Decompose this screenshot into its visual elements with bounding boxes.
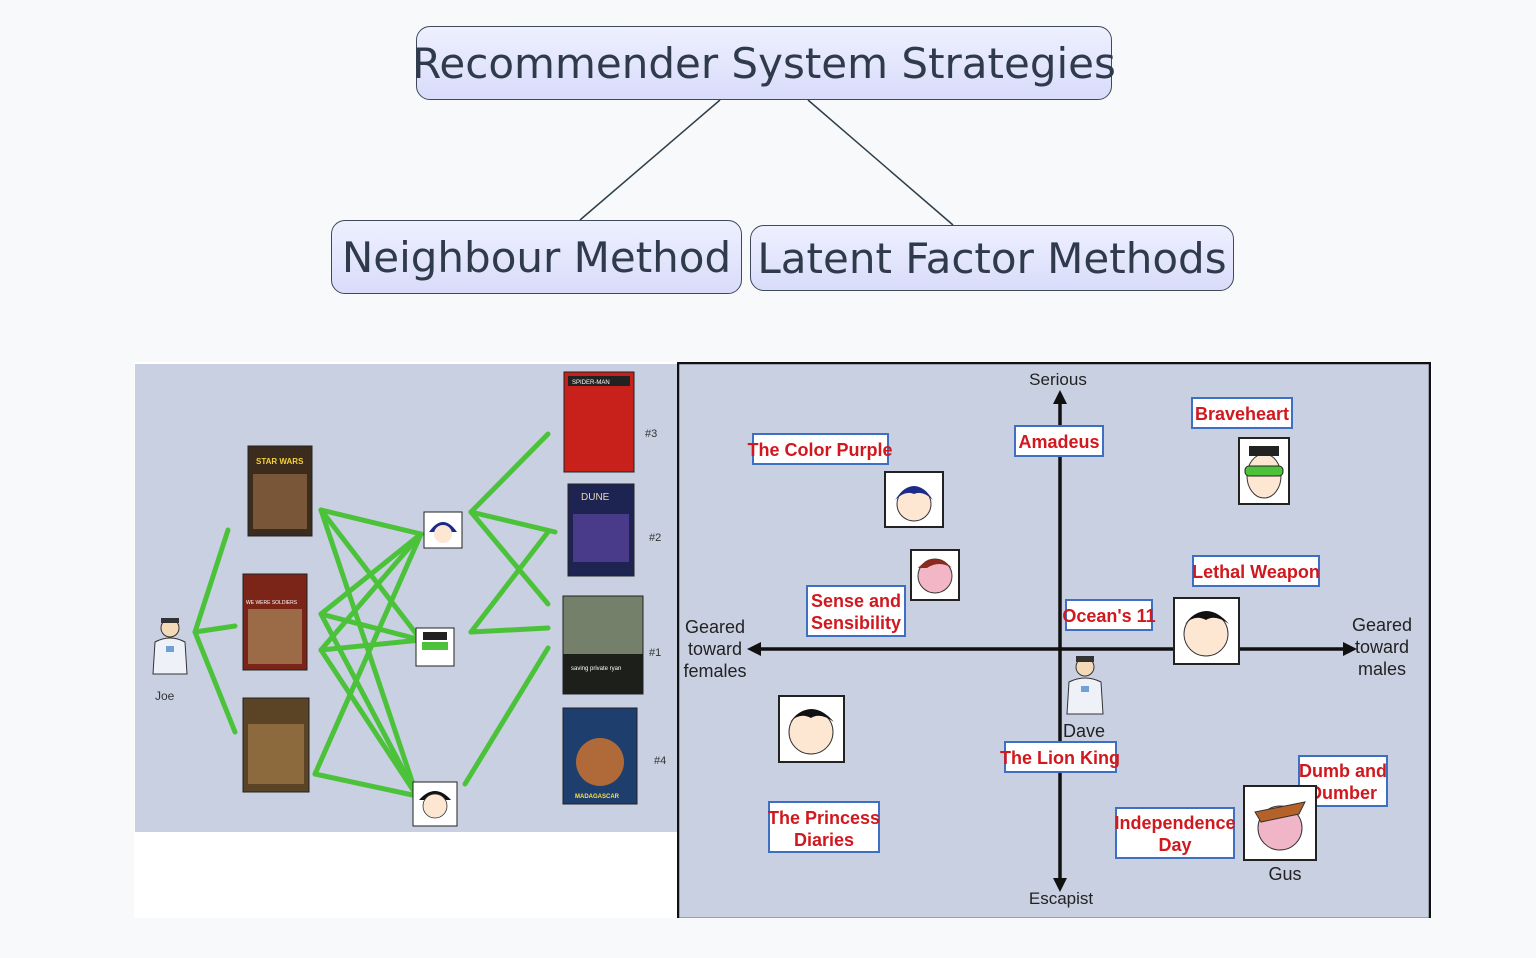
mindmap-connectors [579,99,954,226]
gus-label: Gus [1268,864,1301,884]
axes [759,402,1345,880]
movie-label-lion-king: The Lion King [1000,741,1120,773]
svg-text:toward: toward [688,639,742,659]
svg-text:Diaries: Diaries [794,830,854,850]
latent-factor-image: Serious Escapist Geared toward females G… [677,362,1431,918]
connector-line [807,99,954,226]
svg-text:saving private ryan: saving private ryan [571,666,621,672]
svg-text:Amadeus: Amadeus [1018,432,1099,452]
dave-user-figure [1066,656,1104,715]
axis-label-escapist: Escapist [1029,889,1094,908]
poster-star-wars: STAR WARS [247,445,313,537]
joe-label: Joe [155,689,175,703]
avatar-glasses-man [415,627,455,667]
movie-label-braveheart: Braveheart [1191,397,1293,429]
svg-text:males: males [1358,659,1406,679]
poster-spider-man: SPIDER-MAN [563,371,635,473]
movie-label-sense-sensibility: Sense and Sensibility [806,585,906,637]
rank-label: #3 [645,428,657,440]
svg-text:DUNE: DUNE [581,492,610,503]
poster-we-were-soldiers: WE WERE SOLDIERS [242,573,308,671]
axis-label-females: Geared toward females [683,617,746,681]
svg-text:Independence: Independence [1114,813,1235,833]
poster-dune: DUNE [567,483,635,577]
axis-label-males: Geared toward males [1352,615,1412,679]
svg-text:females: females [683,661,746,681]
movie-label-independence-day: Independence Day [1114,807,1236,859]
avatar-woman [423,511,463,549]
dave-label: Dave [1063,721,1105,741]
avatar-glasses-man [1238,437,1290,505]
axis-arrow-up [1053,390,1067,404]
svg-text:MADAGASCAR: MADAGASCAR [575,794,620,800]
avatar-boy-left [778,695,845,763]
svg-text:Day: Day [1158,835,1191,855]
movie-label-amadeus: Amadeus [1014,425,1104,457]
axis-label-serious: Serious [1029,370,1087,389]
svg-text:STAR WARS: STAR WARS [256,457,304,466]
movie-label-lethal-weapon: Lethal Weapon [1192,555,1320,587]
poster-black-hawk-down [242,697,310,793]
avatar-boy [412,781,458,827]
neighbour-method-image: Joe STAR WARS WE WERE SOLDIERS SPIDER-MA… [135,364,678,832]
green-connectors [192,431,558,799]
axis-arrow-left [747,642,761,656]
movie-label-color-purple: The Color Purple [747,433,893,465]
svg-text:Dumb and: Dumb and [1299,761,1387,781]
poster-madagascar: MADAGASCAR [562,707,638,805]
svg-text:toward: toward [1355,637,1409,657]
rank-label: #1 [649,647,661,659]
neighbour-method-node[interactable]: Neighbour Method [331,220,742,294]
movie-label-oceans-11: Ocean's 11 [1062,599,1156,631]
poster-saving-private-ryan: saving private ryan [562,595,644,695]
avatar-woman-blue-hair [884,471,944,528]
rank-label: #2 [649,532,661,544]
svg-text:Sensibility: Sensibility [811,613,901,633]
root-node[interactable]: Recommender System Strategies [412,26,1116,100]
avatar-boy-right [1173,597,1240,665]
svg-text:Braveheart: Braveheart [1195,404,1289,424]
svg-text:Lethal Weapon: Lethal Weapon [1192,562,1320,582]
svg-text:SPIDER-MAN: SPIDER-MAN [572,380,610,386]
avatar-woman-red-hair [910,549,960,601]
svg-text:Sense and: Sense and [811,591,901,611]
svg-text:Ocean's 11: Ocean's 11 [1062,606,1155,626]
svg-text:Dumber: Dumber [1309,783,1377,803]
rank-label: #4 [654,755,666,767]
svg-text:The Color Purple: The Color Purple [747,440,892,460]
movie-label-princess-diaries: The Princess Diaries [768,801,880,853]
svg-text:The Lion King: The Lion King [1000,748,1120,768]
svg-text:Geared: Geared [685,617,745,637]
latent-factor-methods-node[interactable]: Latent Factor Methods [750,225,1234,291]
axis-arrow-right [1343,642,1357,656]
svg-text:WE WERE SOLDIERS: WE WERE SOLDIERS [246,600,298,606]
avatar-gus [1243,785,1317,861]
axis-arrow-down [1053,878,1067,892]
svg-text:Geared: Geared [1352,615,1412,635]
svg-text:The Princess: The Princess [768,808,880,828]
connector-line [579,99,721,221]
joe-user-figure [152,618,188,675]
